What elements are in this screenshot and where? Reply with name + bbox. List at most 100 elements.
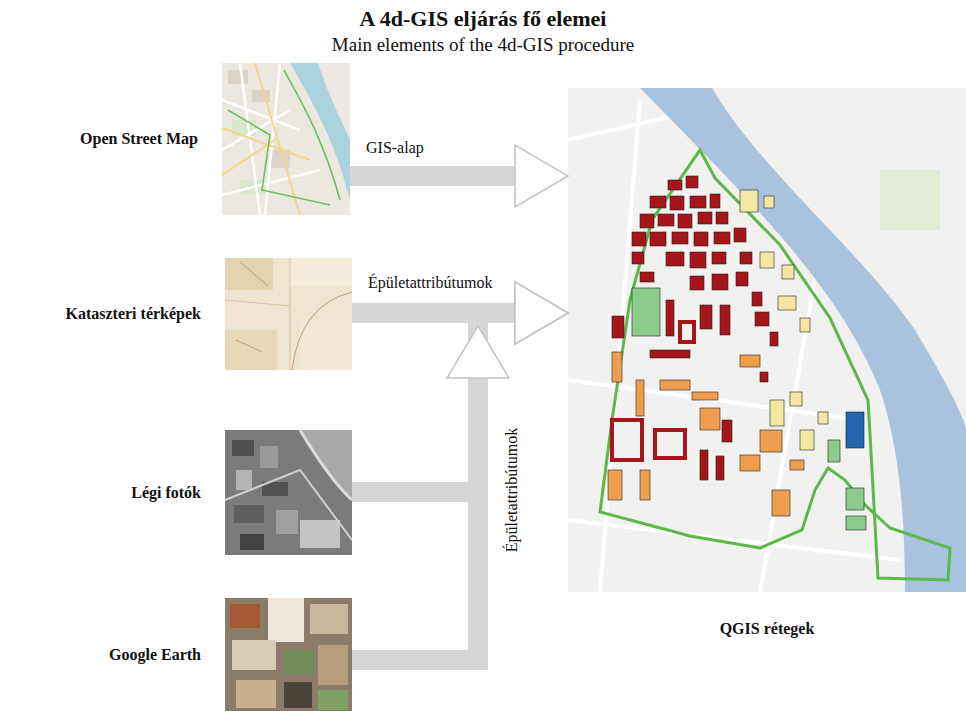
building-footprints-part-part <box>672 232 688 244</box>
aerial-photo-thumbnail-part <box>276 510 298 534</box>
cadastral-thumbnail-part <box>225 258 273 290</box>
building-footprints-part-part <box>755 312 769 326</box>
building-footprints-part-part <box>700 305 712 329</box>
node-label: Google Earth <box>109 645 201 664</box>
building-footprints-part <box>608 352 804 516</box>
cadastral-thumbnail-part <box>225 330 277 370</box>
building-footprints-part-part <box>690 196 706 208</box>
building-footprints-part-part <box>698 212 712 224</box>
merge-arrowhead <box>447 326 509 378</box>
node-label: QGIS rétegek <box>568 619 966 638</box>
building-footprints-part-part <box>800 430 814 450</box>
building-footprints-part-part <box>772 490 790 516</box>
building-footprints-part <box>612 176 778 480</box>
google-earth-thumbnail-part <box>284 650 314 674</box>
building-footprints-part-part <box>670 196 684 210</box>
google-earth-thumbnail-part <box>268 598 304 642</box>
diagram-title: A 4d-GIS eljárás fő elemei <box>0 6 966 32</box>
aerial-photo-thumbnail-part <box>232 440 254 456</box>
aerial-photo-thumbnail-part <box>300 430 352 500</box>
building-footprints-part-part <box>640 470 650 500</box>
building-footprints-part-part <box>650 196 666 208</box>
google-earth-thumbnail-part <box>318 690 348 710</box>
aerial-photo-thumbnail-part <box>225 470 352 540</box>
cadastral-thumbnail <box>225 258 352 370</box>
building-footprints-part-part <box>818 412 828 424</box>
aerial-photo-thumbnail-part <box>260 446 278 468</box>
building-footprints-part-part <box>632 232 646 246</box>
aerial-photo-thumbnail-part <box>236 470 252 490</box>
building-footprints-part-part <box>612 316 624 338</box>
subtitle: Main elements of the 4d-GIS procedure <box>0 34 966 57</box>
building-footprints-part-part <box>790 460 804 470</box>
qgis-map-part <box>568 88 966 592</box>
flow-band <box>352 313 568 492</box>
arrowhead <box>515 145 568 207</box>
building-footprints-part-part <box>712 274 728 290</box>
building-footprints-part-part <box>828 440 840 462</box>
building-footprints-part-part <box>700 408 720 430</box>
building-footprints-part-part <box>770 332 778 346</box>
building-footprints-part-part <box>666 252 684 266</box>
node-label: Kataszteri térképek <box>65 304 201 323</box>
building-footprints-part-part <box>690 276 704 290</box>
cadastral-thumbnail-part <box>290 258 352 286</box>
google-earth-thumbnail-part <box>318 645 348 685</box>
arrowhead <box>515 282 568 344</box>
osm-thumbnail-part <box>222 63 310 215</box>
building-footprints <box>608 176 866 530</box>
osm-thumbnail-part <box>222 63 350 215</box>
building-footprints-part-part <box>722 420 732 442</box>
google-earth-thumbnail-part <box>230 604 260 628</box>
source-image-box: Open Street Map <box>222 63 350 215</box>
google-earth-thumbnail-part <box>236 680 276 708</box>
building-footprints-part-part <box>612 352 622 382</box>
building-footprints-part-part <box>760 252 774 268</box>
building-footprints-part-part <box>716 456 724 480</box>
aerial-photo-thumbnail-part <box>300 520 340 548</box>
building-footprints-part-part <box>740 190 758 212</box>
osm-thumbnail-part <box>290 63 350 200</box>
qgis-map <box>568 88 966 592</box>
building-footprints-part-part <box>778 296 796 310</box>
building-footprints-part <box>740 190 828 450</box>
source-image-box: Kataszteri térképek <box>225 258 352 370</box>
connector-group <box>350 176 568 660</box>
building-footprints-part-part <box>694 232 708 246</box>
building-footprints-part-part <box>740 355 760 367</box>
cadastral-thumbnail-part <box>225 258 290 370</box>
building-footprints-part-part <box>690 252 706 268</box>
cadastral-thumbnail-part <box>236 262 352 370</box>
osm-thumbnail <box>222 63 350 215</box>
aerial-photo-thumbnail-part <box>240 534 264 550</box>
cadastral-thumbnail-part <box>225 258 352 370</box>
qgis-map-part <box>600 150 950 580</box>
node-label: Open Street Map <box>80 129 198 148</box>
building-footprints-part-part <box>668 180 682 190</box>
building-footprints-part-part <box>700 450 708 480</box>
building-footprints-part-part <box>800 318 810 332</box>
building-footprints-part-part <box>752 292 762 306</box>
building-footprints-part-part <box>770 400 784 426</box>
building-footprints-part-part <box>760 372 768 382</box>
building-footprints-part <box>612 322 694 460</box>
building-footprints-part-part <box>640 214 654 228</box>
google-earth-thumbnail-part <box>310 604 348 634</box>
building-footprints-part-part <box>666 300 674 336</box>
building-footprints-part-part <box>712 252 726 264</box>
edge-label: GIS-alap <box>366 138 424 157</box>
building-footprints-part-part <box>720 305 730 335</box>
aerial-photo-thumbnail-part <box>225 430 352 555</box>
building-footprints-part-part <box>740 252 752 264</box>
building-footprints-part-part <box>680 322 694 342</box>
building-footprints-part-part <box>658 214 674 226</box>
arrowhead <box>515 282 568 344</box>
edge-label: Épületattribútumok <box>368 273 492 292</box>
source-image-box: Google Earth <box>225 598 352 711</box>
building-footprints-part-part <box>632 252 644 264</box>
google-earth-thumbnail-part <box>284 682 312 708</box>
aerial-photo-thumbnail-part <box>234 505 264 523</box>
